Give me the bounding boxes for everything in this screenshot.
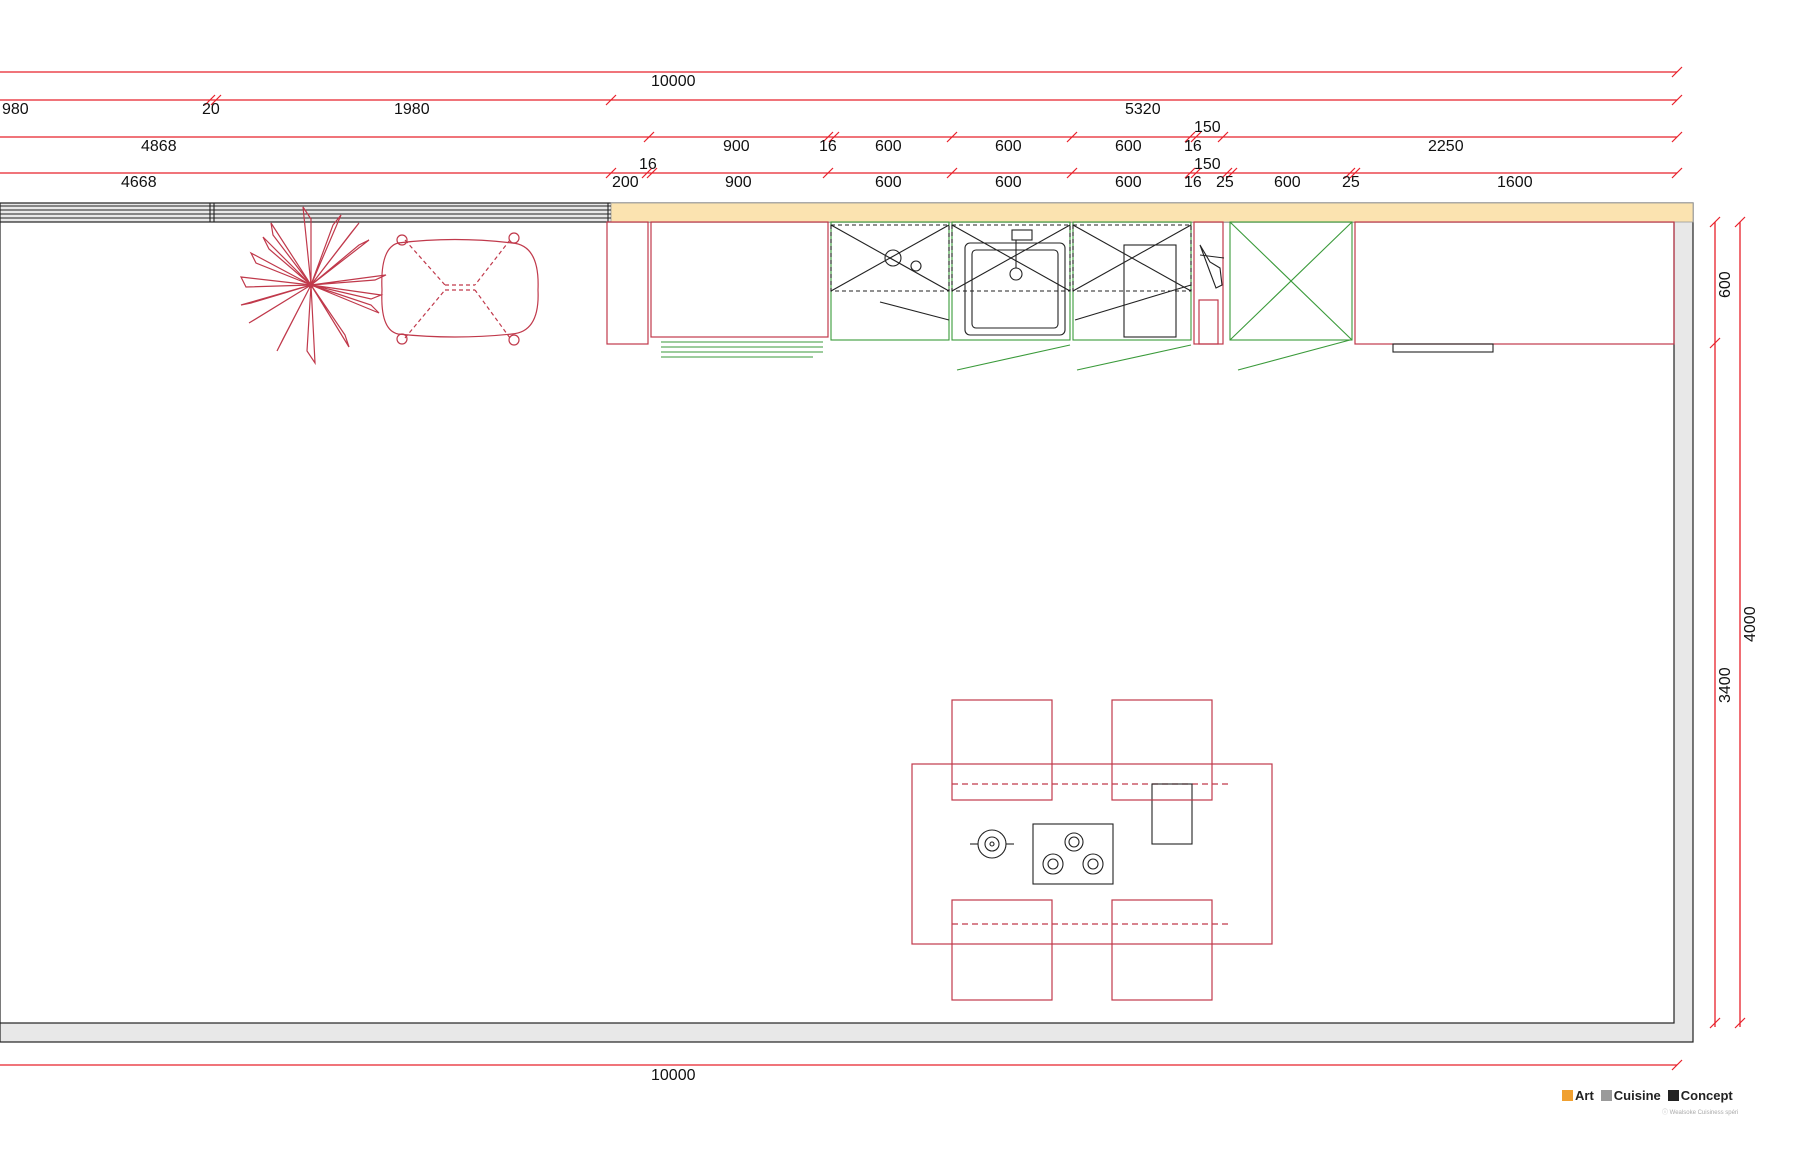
corner-unit [1229, 221, 1353, 371]
legend-swatch-cuisine [1600, 1090, 1612, 1101]
dimension-label: 900 [723, 138, 750, 155]
kitchen-island [911, 763, 1273, 945]
legend-label-cuisine: Cuisine [1613, 1088, 1661, 1103]
dimension-label: 600 [1115, 174, 1142, 191]
dim-total-top: 10000 [651, 73, 696, 90]
dimension-label: 5320 [1125, 101, 1161, 118]
dimension-label: 150 [1194, 156, 1221, 173]
legend-label-concept: Concept [1680, 1088, 1733, 1103]
dimension-label: 16 [1184, 138, 1202, 155]
legend-item-concept: Concept [1667, 1088, 1733, 1103]
dimension-label: 4668 [121, 174, 157, 191]
credit-text: ⓘ Wealsoke Cuisiness spéri [1662, 1110, 1739, 1116]
dimension-label: 900 [725, 174, 752, 191]
dimension-row-3: 4668 16 200 900 600 600 600 150 16 25 60… [0, 156, 1683, 191]
dimension-label: 980 [2, 101, 29, 118]
dimension-label: 600 [875, 138, 902, 155]
dimension-row-bottom: 10000 [0, 1059, 1683, 1084]
base-cabinet-1600 [1354, 221, 1675, 353]
dimension-label: 600 [995, 138, 1022, 155]
dimension-label: 600 [875, 174, 902, 191]
dimension-column-right: 600 3400 4000 [1709, 216, 1759, 1029]
hob-cabinet [830, 221, 950, 341]
dimension-label: 16 [639, 156, 657, 173]
legend-swatch-art [1562, 1090, 1573, 1101]
stool [951, 899, 1053, 1001]
dimension-label: 600 [1274, 174, 1301, 191]
dimension-label: 1600 [1497, 174, 1533, 191]
brand-legend: Art Cuisine Concept [1562, 1088, 1736, 1103]
dimension-label: 3400 [1717, 667, 1734, 703]
dimension-label: 1980 [394, 101, 430, 118]
dimension-label: 25 [1342, 174, 1360, 191]
stool [951, 699, 1053, 801]
dimension-label: 4868 [141, 138, 177, 155]
dimension-label: 2250 [1428, 138, 1464, 155]
dimension-label: 600 [1717, 271, 1734, 298]
dimension-label: 16 [819, 138, 837, 155]
sink-cabinet [951, 221, 1071, 371]
legend-swatch-concept [1667, 1090, 1679, 1101]
dimension-label: 600 [1115, 138, 1142, 155]
legend-item-art: Art [1562, 1088, 1594, 1103]
stool [1111, 699, 1213, 801]
dimension-row-2: 4868 900 16 600 600 600 150 16 2250 [0, 119, 1683, 155]
dimension-label: 600 [995, 174, 1022, 191]
legend-label-art: Art [1575, 1088, 1594, 1103]
kettle-icon [970, 829, 1014, 859]
narrow-unit [1193, 221, 1225, 345]
tall-unit [606, 221, 649, 345]
legend-item-cuisine: Cuisine [1600, 1088, 1661, 1103]
stool [1111, 899, 1213, 1001]
plant-icon [239, 206, 387, 366]
dimension-row-1: 980 20 1980 5320 [0, 94, 1683, 118]
room-floor [0, 221, 1675, 1024]
dimension-label: 25 [1216, 174, 1234, 191]
dimension-label: 150 [1194, 119, 1221, 136]
dishwasher [1072, 221, 1192, 371]
dimension-label: 10000 [651, 1067, 696, 1084]
dimension-label: 20 [202, 101, 220, 118]
base-cabinet-900 [650, 221, 829, 358]
dimension-row-0: 10000 [0, 66, 1683, 90]
armchair [381, 232, 539, 346]
dimension-label: 200 [612, 174, 639, 191]
dimension-label: 4000 [1742, 606, 1759, 642]
worktop [610, 202, 1694, 223]
dimension-label: 16 [1184, 174, 1202, 191]
